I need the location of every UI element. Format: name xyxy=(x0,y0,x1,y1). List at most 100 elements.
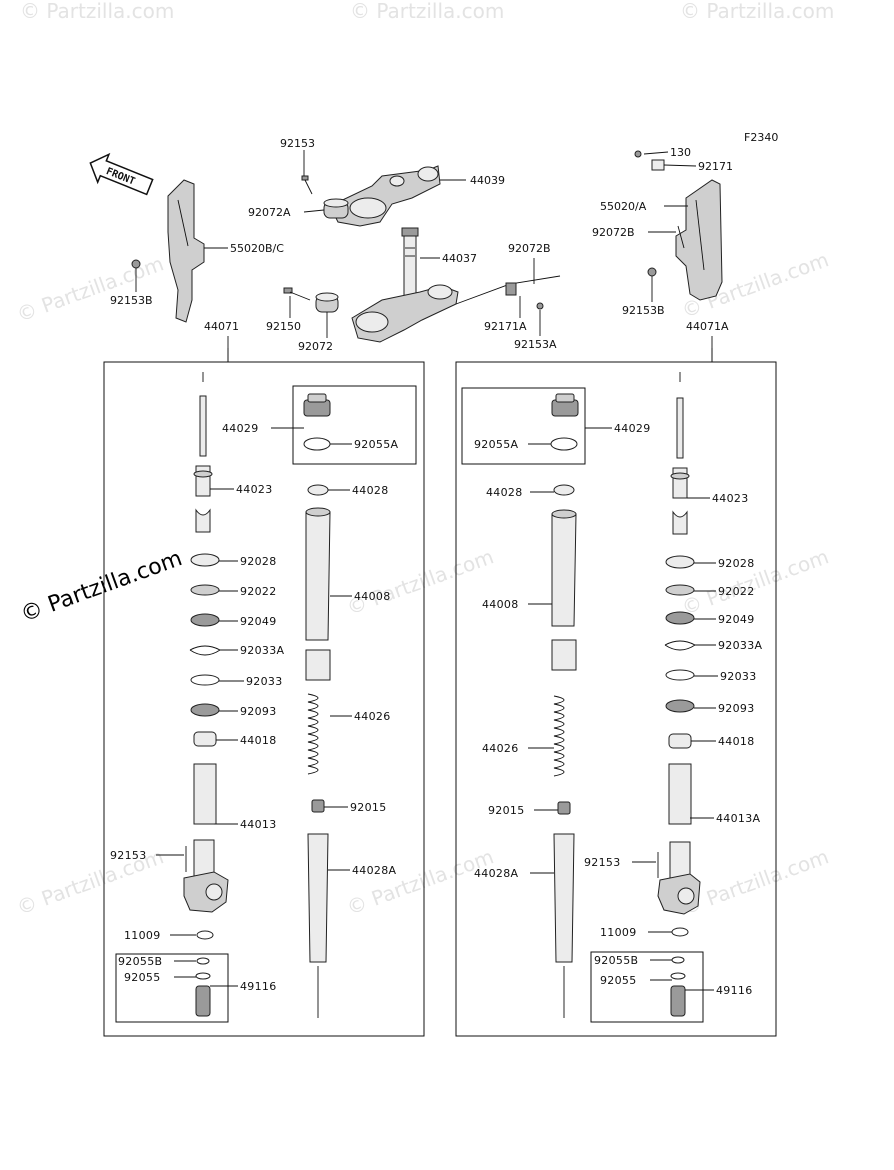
part-label: 92093 xyxy=(240,705,277,718)
part-label: 44028 xyxy=(486,486,523,499)
o-ring-92055A[interactable] xyxy=(550,437,578,451)
clamp-92072[interactable] xyxy=(315,292,339,313)
part-label: 44028 xyxy=(352,484,389,497)
valve-group-box xyxy=(590,951,704,1023)
rod-44023[interactable] xyxy=(670,372,690,535)
part-label: 92072 xyxy=(298,340,333,353)
part-label: 44039 xyxy=(470,174,505,187)
watermark: © Partzilla.com xyxy=(344,544,497,619)
bolt-92150[interactable] xyxy=(283,287,311,301)
part-label: 92055 xyxy=(600,974,637,987)
part-label: 44028A xyxy=(352,864,396,877)
part-label: 92055B xyxy=(594,954,638,967)
top-labels: 92153 44039 92072A 44037 92072B 92150 92… xyxy=(110,137,733,353)
part-label: 44029 xyxy=(614,422,651,435)
part-label: 44071 xyxy=(204,320,239,333)
part-label: 92015 xyxy=(488,804,525,817)
part-label: 92153 xyxy=(110,849,147,862)
part-label: 44029 xyxy=(222,422,259,435)
watermark: © Partzilla.com xyxy=(680,0,834,23)
valve-49116[interactable] xyxy=(195,957,211,1017)
lower-bracket-44037[interactable] xyxy=(351,284,459,343)
left-leaders xyxy=(156,427,352,987)
rod-44023[interactable] xyxy=(193,372,213,533)
part-label: 44013 xyxy=(240,818,277,831)
hose-guide-92072B[interactable] xyxy=(455,275,561,310)
part-label: 44008 xyxy=(354,590,391,603)
part-label: 92153B xyxy=(110,294,153,307)
fork-guard-55020BC[interactable] xyxy=(131,179,205,323)
part-label: 92055A xyxy=(354,438,398,451)
left-fork-panel: 44029 92055A 44023 44028 92028 92022 440… xyxy=(103,348,425,1037)
fork-cap-44029[interactable] xyxy=(303,393,331,417)
right-stack-parts[interactable] xyxy=(664,555,696,825)
part-label: 44026 xyxy=(482,742,519,755)
part-label: 44023 xyxy=(236,483,273,496)
right-leaders xyxy=(528,427,718,991)
part-label: 130 xyxy=(670,146,691,159)
part-label: 92072B xyxy=(592,226,635,239)
bolt-92153-top[interactable] xyxy=(301,175,313,195)
left-cylinder-parts[interactable] xyxy=(305,484,331,1018)
cap-group-box xyxy=(461,387,586,465)
part-label: 92055B xyxy=(118,955,162,968)
part-label: 92153 xyxy=(280,137,315,150)
part-label: 44013A xyxy=(716,812,760,825)
axle-holder-44013[interactable] xyxy=(183,839,229,940)
part-label: 44026 xyxy=(354,710,391,723)
watermark: © Partzilla.com xyxy=(679,544,832,619)
partzilla-watermark: © Partzilla.com xyxy=(18,546,186,628)
part-label: 92033 xyxy=(720,670,757,683)
cap-group-box xyxy=(292,385,417,465)
part-label: 92049 xyxy=(718,613,755,626)
upper-bracket-44039[interactable] xyxy=(329,165,441,227)
watermark: © Partzilla.com xyxy=(14,251,167,326)
part-label: 92033A xyxy=(718,639,762,652)
part-label: 92072A xyxy=(248,206,291,219)
part-label: 44008 xyxy=(482,598,519,611)
part-label: 92153 xyxy=(584,856,621,869)
right-cylinder-parts[interactable] xyxy=(551,484,577,1018)
part-label: 92033 xyxy=(246,675,283,688)
part-label: 44018 xyxy=(240,734,277,747)
left-stack-parts[interactable] xyxy=(189,553,221,825)
o-ring-92055A[interactable] xyxy=(303,437,331,451)
part-label: 92022 xyxy=(718,585,755,598)
valve-49116[interactable] xyxy=(670,956,686,1017)
part-label: 92022 xyxy=(240,585,277,598)
part-label: 92171A xyxy=(484,320,527,333)
clamp-92072A[interactable] xyxy=(323,198,349,219)
part-label: 55020/A xyxy=(600,200,647,213)
front-arrow-icon: FRONT xyxy=(89,152,154,196)
watermark: © Partzilla.com xyxy=(679,844,832,919)
part-label: 49116 xyxy=(240,980,277,993)
valve-group-box xyxy=(115,953,229,1023)
right-fork-panel: 44029 92055A 44028 44023 44008 92028 920… xyxy=(455,348,777,1037)
watermark: © Partzilla.com xyxy=(350,0,504,23)
part-label: 11009 xyxy=(124,929,161,942)
part-label: 92055A xyxy=(474,438,518,451)
part-label: 92072B xyxy=(508,242,551,255)
panel-frame xyxy=(103,361,425,1037)
part-label: 44028A xyxy=(474,867,518,880)
steering-stem-44037[interactable] xyxy=(401,227,419,299)
fork-cap-44029[interactable] xyxy=(551,393,579,417)
part-label: 92028 xyxy=(240,555,277,568)
panel-frame xyxy=(455,361,777,1037)
watermark: © Partzilla.com xyxy=(344,844,497,919)
part-label: 92049 xyxy=(240,615,277,628)
part-label: 44023 xyxy=(712,492,749,505)
axle-holder-44013A[interactable] xyxy=(657,841,701,937)
left-labels: 44029 92055A 44023 44028 92028 92022 440… xyxy=(110,422,398,993)
part-label: 11009 xyxy=(600,926,637,939)
fork-guard-55020A[interactable] xyxy=(634,150,723,301)
right-labels: 44029 92055A 44028 44023 44008 92028 920… xyxy=(474,422,762,997)
part-label: 92153B xyxy=(622,304,665,317)
part-label: 92033A xyxy=(240,644,284,657)
part-label: 92150 xyxy=(266,320,301,333)
part-label: 92153A xyxy=(514,338,557,351)
figure-code: F2340 xyxy=(744,131,778,144)
part-label: 55020B/C xyxy=(230,242,284,255)
part-label: 92015 xyxy=(350,801,387,814)
